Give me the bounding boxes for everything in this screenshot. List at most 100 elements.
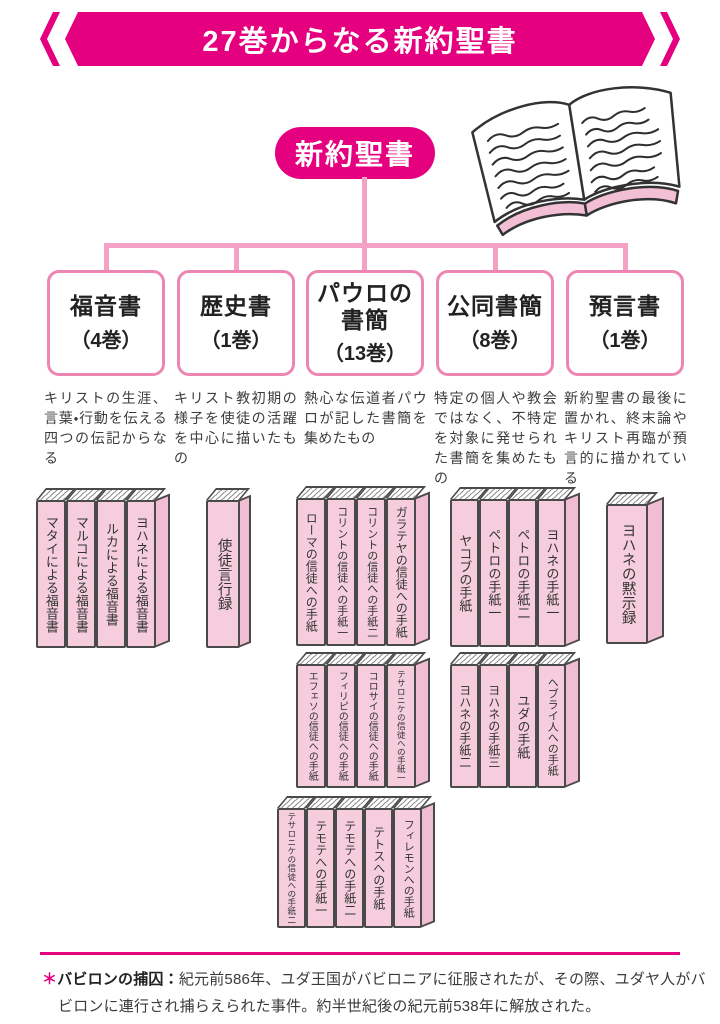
book-spine-title: マタイによる福音書 xyxy=(43,515,59,633)
book-spine: ヨハネの手紙一 xyxy=(537,499,566,647)
category-box-pauline: パウロの書簡 （13巻） xyxy=(306,270,424,376)
banner-ribbon: 27巻からなる新約聖書 xyxy=(65,12,655,66)
book: ローマの信徒への手紙 xyxy=(296,486,337,646)
book: ペトロの手紙一 xyxy=(479,487,519,647)
book-spine-title: ヨハネの手紙三 xyxy=(486,684,501,768)
book: ヨハネの黙示録 xyxy=(606,492,659,644)
book-spine: コリントの信徒への手紙一 xyxy=(326,498,356,646)
book-side-cover xyxy=(564,657,580,788)
tree-drop-line-4 xyxy=(493,243,498,273)
book: ヤコブの手紙 xyxy=(450,487,490,647)
book-spine-title: コリントの信徒への手紙二 xyxy=(365,506,378,638)
book-spine: ユダの手紙 xyxy=(508,664,537,788)
book-spine: テサロニケの信徒への手紙一 xyxy=(386,664,416,788)
book-spine: テトスへの手紙 xyxy=(364,808,393,928)
bookshelf-pauline-row1: ローマの信徒への手紙 コリントの信徒への手紙一 コリントの信徒への手紙二 ガラテ… xyxy=(296,486,430,646)
book-spine-title: フィリピの信徒への手紙 xyxy=(336,671,348,781)
tree-drop-line-5 xyxy=(623,243,628,273)
book-spine-title: ペトロの手紙二 xyxy=(515,527,531,619)
book-spine-title: テモテへの手紙二 xyxy=(342,820,357,916)
book: マルコによる福音書 xyxy=(66,488,107,648)
book-spine-title: 使徒言行録 xyxy=(215,537,232,611)
book-spine: ヘブライ人への手紙 xyxy=(537,664,566,788)
book: ガラテヤの信徒への手紙 xyxy=(386,486,427,646)
book-spine: ルカによる福音書 xyxy=(96,500,126,648)
banner-left-chevron-icon xyxy=(40,12,60,66)
book-spine: ガラテヤの信徒への手紙 xyxy=(386,498,416,646)
footnote-asterisk-icon: ＊ xyxy=(42,971,58,988)
book: コリントの信徒への手紙一 xyxy=(326,486,367,646)
category-description-history: キリスト教初期の様子を使徒の活躍を中心に描いたもの xyxy=(174,390,297,467)
book: ヨハネの手紙二 xyxy=(450,652,490,788)
book: テトスへの手紙 xyxy=(364,796,404,928)
book-spine-title: コリントの信徒への手紙一 xyxy=(335,506,348,638)
book-spine: マタイによる福音書 xyxy=(36,500,66,648)
book-spine: ヨハネの手紙二 xyxy=(450,664,479,788)
book: フィレモンへの手紙 xyxy=(393,796,433,928)
book-spine-title: テサロニケの信徒への手紙二 xyxy=(286,812,297,924)
book-spine-title: ヤコブの手紙 xyxy=(457,534,473,612)
book-spine: ヨハネによる福音書 xyxy=(126,500,156,648)
book-spine: ヤコブの手紙 xyxy=(450,499,479,647)
book: ペトロの手紙二 xyxy=(508,487,548,647)
book: テモテへの手紙一 xyxy=(306,796,346,928)
book-side-cover xyxy=(646,496,664,644)
bookshelf-catholic-row1: ヤコブの手紙 ペトロの手紙一 ペトロの手紙二 ヨハネの手紙一 xyxy=(450,487,580,647)
book-side-cover xyxy=(420,801,435,928)
book-spine: エフェソの信徒への手紙 xyxy=(296,664,326,788)
book-spine: 使徒言行録 xyxy=(206,500,240,648)
book-spine-title: ヨハネの手紙一 xyxy=(544,527,560,619)
open-book-illustration xyxy=(471,86,681,237)
book-spine-title: ルカによる福音書 xyxy=(103,522,119,626)
book-spine: フィリピの信徒への手紙 xyxy=(326,664,356,788)
category-box-prophecy: 預言書 （1巻） xyxy=(566,270,684,376)
book-spine-title: ヨハネによる福音書 xyxy=(133,515,149,633)
book-spine: フィレモンへの手紙 xyxy=(393,808,422,928)
book: テサロニケの信徒への手紙二 xyxy=(277,796,317,928)
book: フィリピの信徒への手紙 xyxy=(326,652,367,788)
book-spine: ペトロの手紙二 xyxy=(508,499,537,647)
book-spine-title: コロサイの信徒への手紙 xyxy=(366,671,378,781)
category-description-catholic: 特定の個人や教会ではなく、不特定を対象に発せられた書簡を集めたもの xyxy=(434,390,557,487)
book-spine-title: ガラテヤの信徒への手紙 xyxy=(394,506,409,638)
book-spine-title: エフェソの信徒への手紙 xyxy=(306,671,318,781)
book-spine: コリントの信徒への手紙二 xyxy=(356,498,386,646)
book-spine: ヨハネの手紙三 xyxy=(479,664,508,788)
banner-right-chevron-icon xyxy=(660,12,680,66)
book-side-cover xyxy=(414,491,430,646)
footer-divider xyxy=(40,952,680,955)
book-spine-title: ローマの信徒への手紙 xyxy=(304,512,319,632)
book: ヨハネの手紙一 xyxy=(537,487,577,647)
title-banner: 27巻からなる新約聖書 xyxy=(40,12,680,66)
book: ヘブライ人への手紙 xyxy=(537,652,577,788)
book: テモテへの手紙二 xyxy=(335,796,375,928)
category-count: （8巻） xyxy=(459,329,531,352)
book: テサロニケの信徒への手紙一 xyxy=(386,652,427,788)
book-spine: テモテへの手紙二 xyxy=(335,808,364,928)
page-title: 27巻からなる新約聖書 xyxy=(202,26,518,58)
book-side-cover xyxy=(414,657,430,788)
book-spine-title: マルコによる福音書 xyxy=(73,515,89,633)
book-spine: ヨハネの黙示録 xyxy=(606,504,648,644)
book-spine-title: テモテへの手紙一 xyxy=(313,820,328,916)
book: コロサイの信徒への手紙 xyxy=(356,652,397,788)
category-count: （1巻） xyxy=(589,329,661,352)
book: ヨハネの手紙三 xyxy=(479,652,519,788)
bookshelf-gospels: マタイによる福音書 マルコによる福音書 ルカによる福音書 ヨハネによる福音書 xyxy=(36,488,170,648)
book: ヨハネによる福音書 xyxy=(126,488,167,648)
book-spine-title: テトスへの手紙 xyxy=(371,826,386,910)
bookshelf-history: 使徒言行録 xyxy=(206,488,251,648)
root-node: 新約聖書 xyxy=(275,127,435,179)
bookshelf-pauline-row3: テサロニケの信徒への手紙二 テモテへの手紙一 テモテへの手紙二 テトスへの手紙 … xyxy=(277,796,435,928)
book: ユダの手紙 xyxy=(508,652,548,788)
category-description-gospels: キリストの生涯、言葉・行動を伝える四つの伝記からなる xyxy=(44,390,167,467)
book: ルカによる福音書 xyxy=(96,488,137,648)
tree-horizontal-line xyxy=(104,243,628,248)
category-box-catholic: 公同書簡 （8巻） xyxy=(436,270,554,376)
book-spine-title: テサロニケの信徒への手紙一 xyxy=(396,670,407,782)
category-count: （4巻） xyxy=(70,329,142,352)
bookshelf-prophecy: ヨハネの黙示録 xyxy=(606,492,664,644)
footnote-text: 紀元前586年、ユダ王国がバビロニアに征服されたが、その際、ユダヤ人がバビロンに… xyxy=(58,971,706,1015)
book-spine-title: ユダの手紙 xyxy=(515,693,531,759)
